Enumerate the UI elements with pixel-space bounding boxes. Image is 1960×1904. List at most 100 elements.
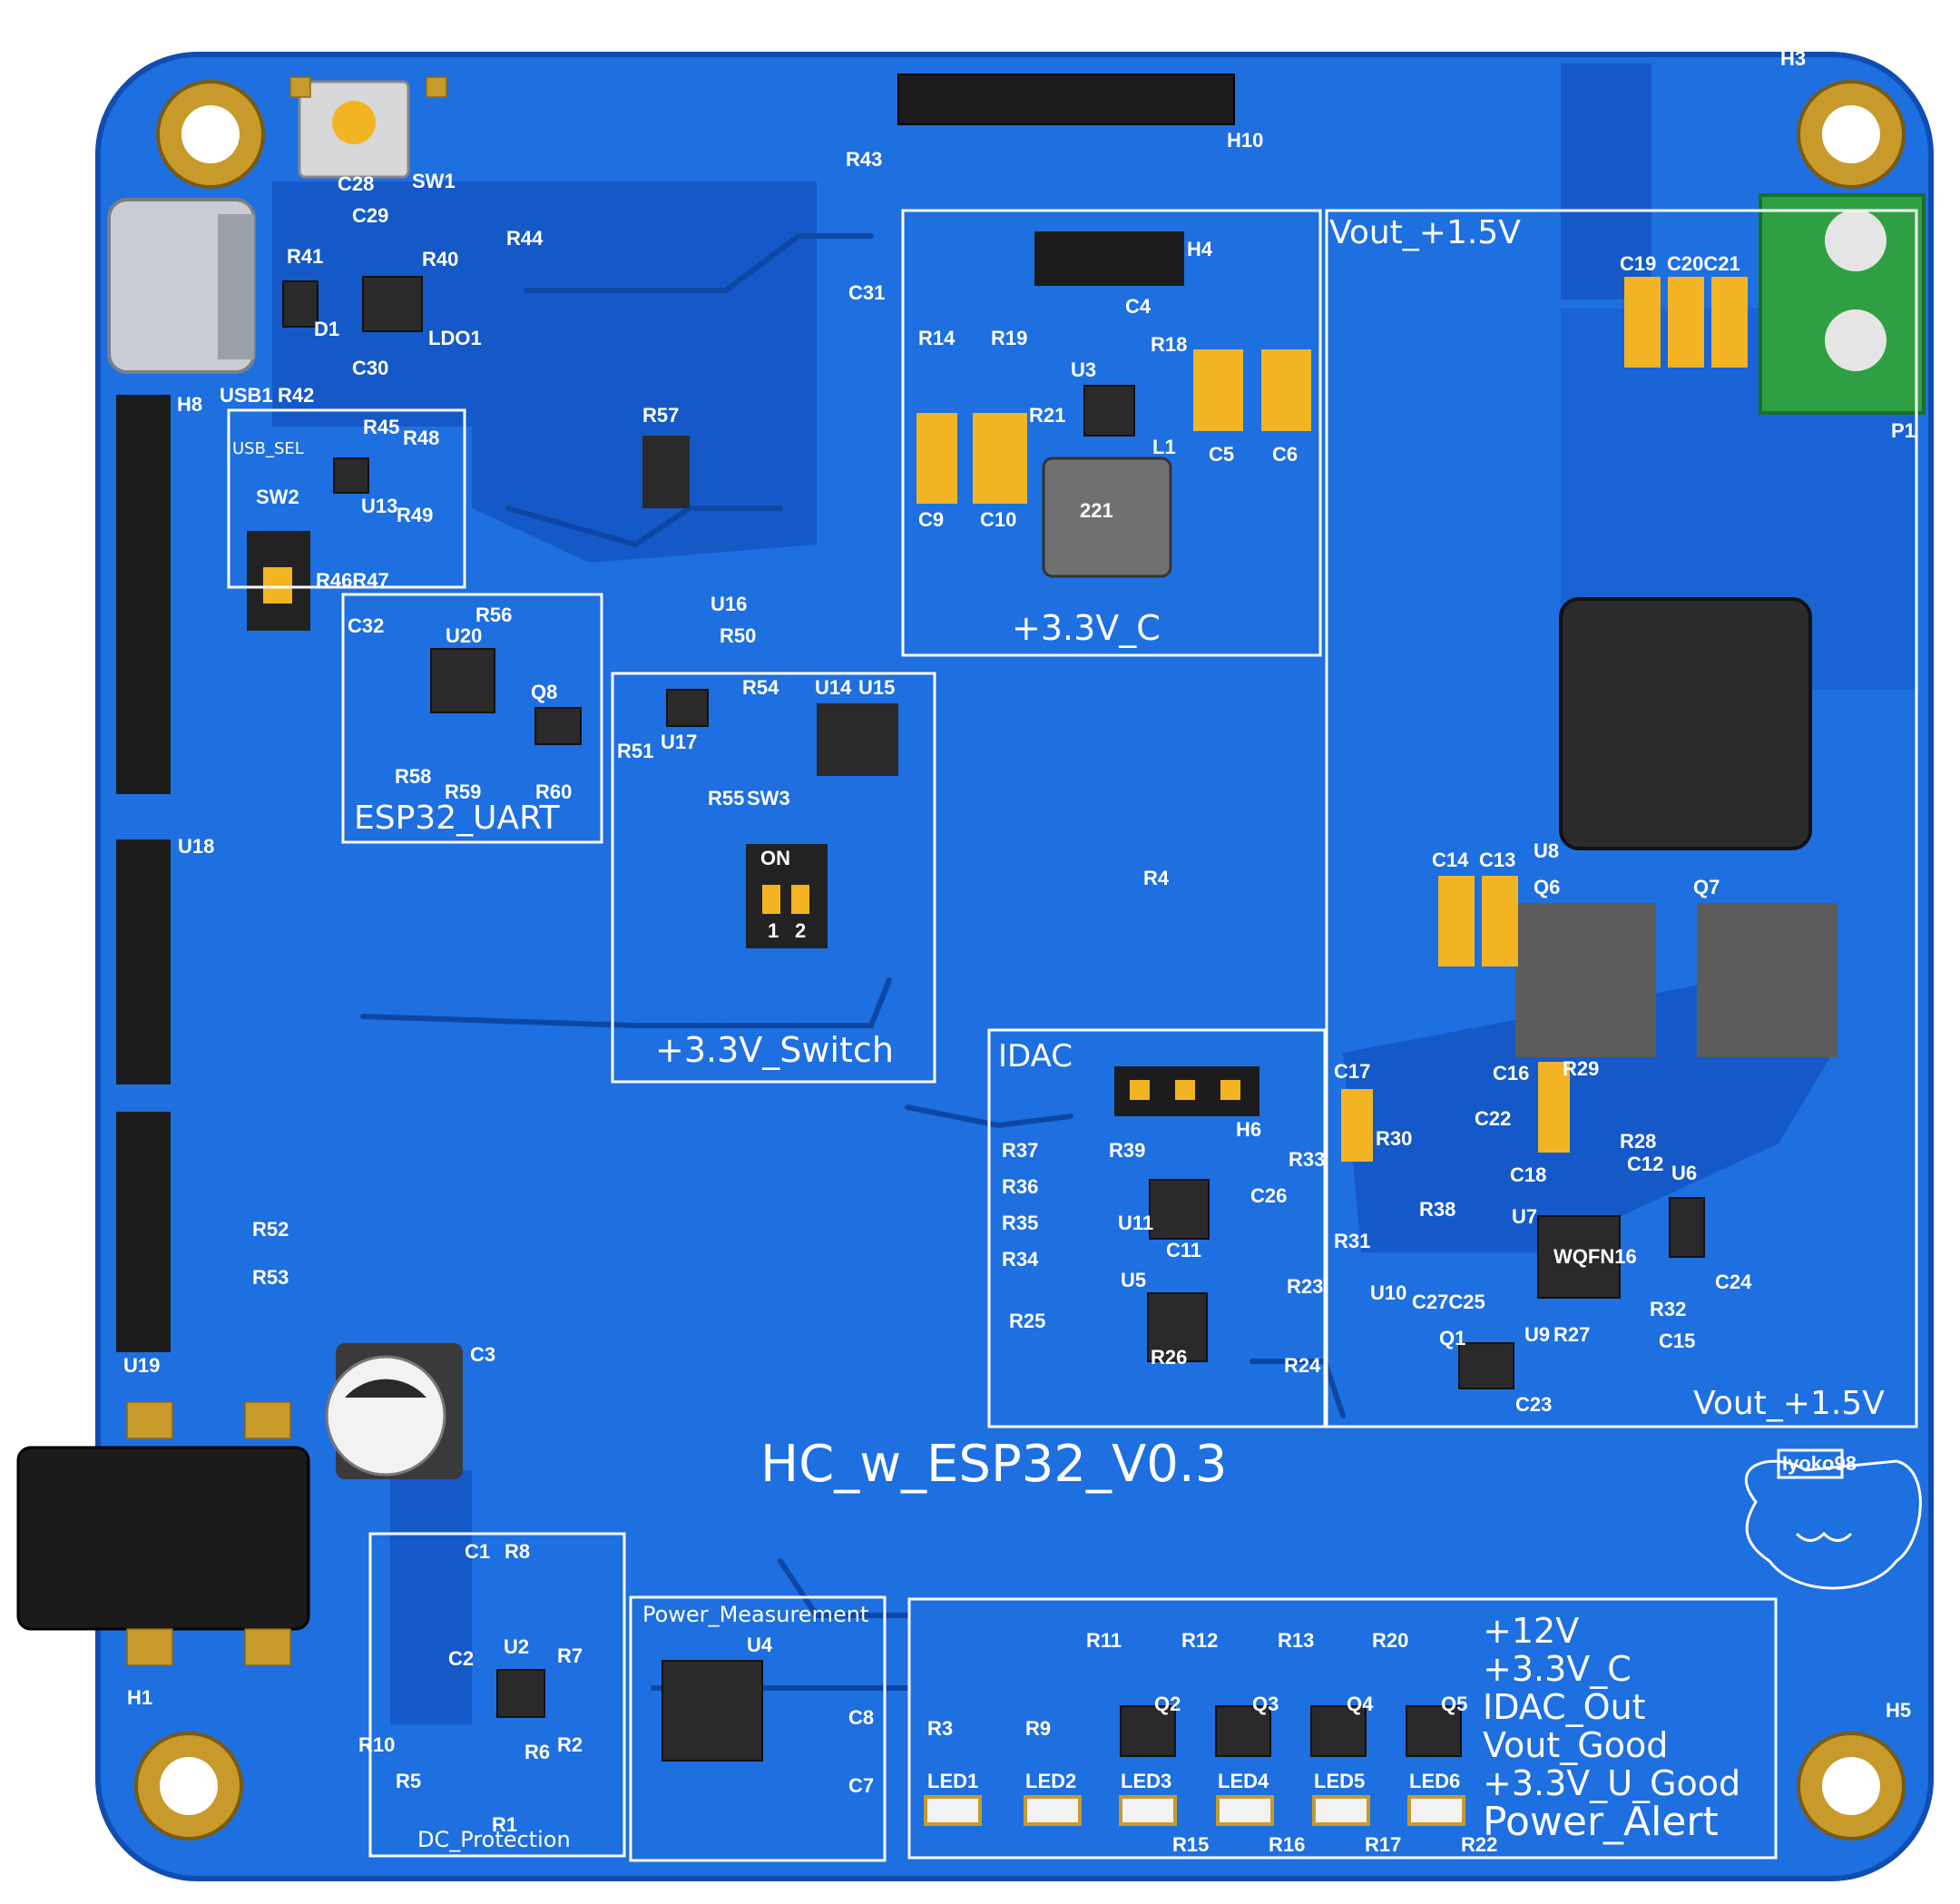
section-label-vout-bottom: Vout_+1.5V <box>1693 1385 1885 1422</box>
section-label-power-measurement: Power_Measurement <box>642 1602 868 1627</box>
ref-c17: C17 <box>1334 1060 1370 1083</box>
ref-r5: R5 <box>396 1770 421 1792</box>
ref-sw2: SW2 <box>256 486 299 508</box>
ref-c18: C18 <box>1510 1163 1546 1186</box>
ref-r3: R3 <box>927 1717 953 1740</box>
ref-r2: R2 <box>557 1733 583 1756</box>
u8-power-inductor <box>1559 597 1812 850</box>
mounting-hole-bottom-left <box>134 1732 243 1840</box>
ref-c4: C4 <box>1125 295 1152 318</box>
ref-c12: C12 <box>1627 1153 1663 1175</box>
ref-r32: R32 <box>1650 1298 1686 1320</box>
section-boxes <box>227 209 1918 1862</box>
ref-c32: C32 <box>348 614 384 637</box>
status-label-v33c: +3.3V_C <box>1483 1649 1632 1689</box>
ref-h1: H1 <box>127 1686 152 1709</box>
ref-c20c21: C20C21 <box>1667 252 1740 275</box>
ref-r13: R13 <box>1278 1629 1314 1652</box>
usb-c-connector <box>107 198 256 374</box>
section-label-dc-protection: DC_Protection <box>417 1827 571 1852</box>
ref-r23: R23 <box>1287 1275 1323 1298</box>
ref-r33: R33 <box>1289 1148 1325 1171</box>
ref-r21: R21 <box>1029 404 1065 427</box>
ref-q6: Q6 <box>1534 876 1560 898</box>
ref-r9: R9 <box>1025 1717 1051 1740</box>
ref-r40: R40 <box>422 248 458 270</box>
smd-capacitors-large <box>916 277 1748 1162</box>
ref-q3: Q3 <box>1252 1693 1279 1715</box>
copper-traces <box>360 233 1346 1691</box>
l1-marking: 221 <box>1080 499 1113 522</box>
ref-r11: R11 <box>1086 1629 1122 1652</box>
ref-r49: R49 <box>397 504 433 526</box>
ref-h8: H8 <box>177 393 202 416</box>
dip-switches <box>247 531 828 948</box>
h10-pin-header <box>897 74 1235 125</box>
ref-h3: H3 <box>1780 47 1806 70</box>
ref-u17: U17 <box>661 731 697 753</box>
ref-r43: R43 <box>846 148 882 171</box>
ref-r46r47: R46R47 <box>316 569 389 592</box>
ref-r45: R45 <box>363 416 399 438</box>
dc-barrel-jack <box>16 1401 310 1666</box>
status-label-power-alert: Power_Alert <box>1483 1799 1719 1845</box>
ref-sw3: SW3 <box>747 787 790 810</box>
ref-c1: C1 <box>465 1540 490 1563</box>
ref-c29: C29 <box>352 204 388 227</box>
ref-c11: C11 <box>1166 1239 1201 1261</box>
ref-u20: U20 <box>446 624 482 647</box>
switch-on-label: ON <box>760 847 790 869</box>
ref-r50: R50 <box>720 624 756 647</box>
ref-c13: C13 <box>1479 849 1515 871</box>
ref-led2: LED2 <box>1025 1770 1076 1792</box>
ref-led4: LED4 <box>1218 1770 1269 1792</box>
ref-c10: C10 <box>980 508 1016 531</box>
ref-r1: R1 <box>492 1813 517 1836</box>
ref-u7: U7 <box>1512 1205 1537 1228</box>
ref-r4: R4 <box>1143 867 1170 889</box>
ref-r54: R54 <box>742 676 779 699</box>
ref-c30: C30 <box>352 357 388 379</box>
ref-q5: Q5 <box>1441 1693 1467 1715</box>
ref-h6: H6 <box>1236 1118 1261 1141</box>
ref-u19: U19 <box>123 1354 160 1377</box>
ref-u2: U2 <box>504 1635 529 1658</box>
status-label-v33u-good: +3.3V_U_Good <box>1483 1763 1740 1803</box>
ref-r12: R12 <box>1181 1629 1218 1652</box>
ref-led6: LED6 <box>1409 1770 1460 1792</box>
ref-h4: H4 <box>1187 238 1213 260</box>
sw1-tactile-button <box>289 76 447 179</box>
mounting-holes <box>134 80 1906 1840</box>
section-label-vout-top: Vout_+1.5V <box>1329 214 1521 251</box>
ref-r55: R55 <box>708 787 744 810</box>
ref-r59: R59 <box>445 780 481 803</box>
ref-r25: R25 <box>1009 1310 1045 1332</box>
ref-r27: R27 <box>1553 1323 1590 1346</box>
ref-c7: C7 <box>848 1774 874 1797</box>
ref-r34: R34 <box>1002 1248 1039 1271</box>
u7-marking: WQFN16 <box>1553 1245 1637 1268</box>
ref-r48: R48 <box>403 427 439 449</box>
ref-c22: C22 <box>1475 1107 1511 1130</box>
ref-r29: R29 <box>1563 1057 1599 1080</box>
ref-u3: U3 <box>1071 358 1096 381</box>
ref-r39: R39 <box>1109 1139 1145 1162</box>
ref-r8: R8 <box>505 1540 530 1563</box>
ref-l1: L1 <box>1152 436 1176 458</box>
ref-r30: R30 <box>1376 1127 1412 1150</box>
ref-c15: C15 <box>1659 1330 1695 1352</box>
ref-q1: Q1 <box>1439 1327 1465 1349</box>
ref-r26: R26 <box>1151 1346 1187 1369</box>
ref-usb1: USB1 <box>220 384 273 407</box>
ref-r42: R42 <box>278 384 314 407</box>
power-mosfets <box>1515 903 1838 1057</box>
ref-r22: R22 <box>1461 1833 1497 1856</box>
ref-r7: R7 <box>557 1644 583 1667</box>
ref-q7: Q7 <box>1693 876 1720 898</box>
status-label-vout-good: Vout_Good <box>1483 1725 1668 1765</box>
ref-c8: C8 <box>848 1706 874 1729</box>
ref-r52: R52 <box>252 1218 289 1241</box>
section-label-v33c: +3.3V_C <box>1012 608 1161 648</box>
ref-r31: R31 <box>1334 1230 1370 1252</box>
